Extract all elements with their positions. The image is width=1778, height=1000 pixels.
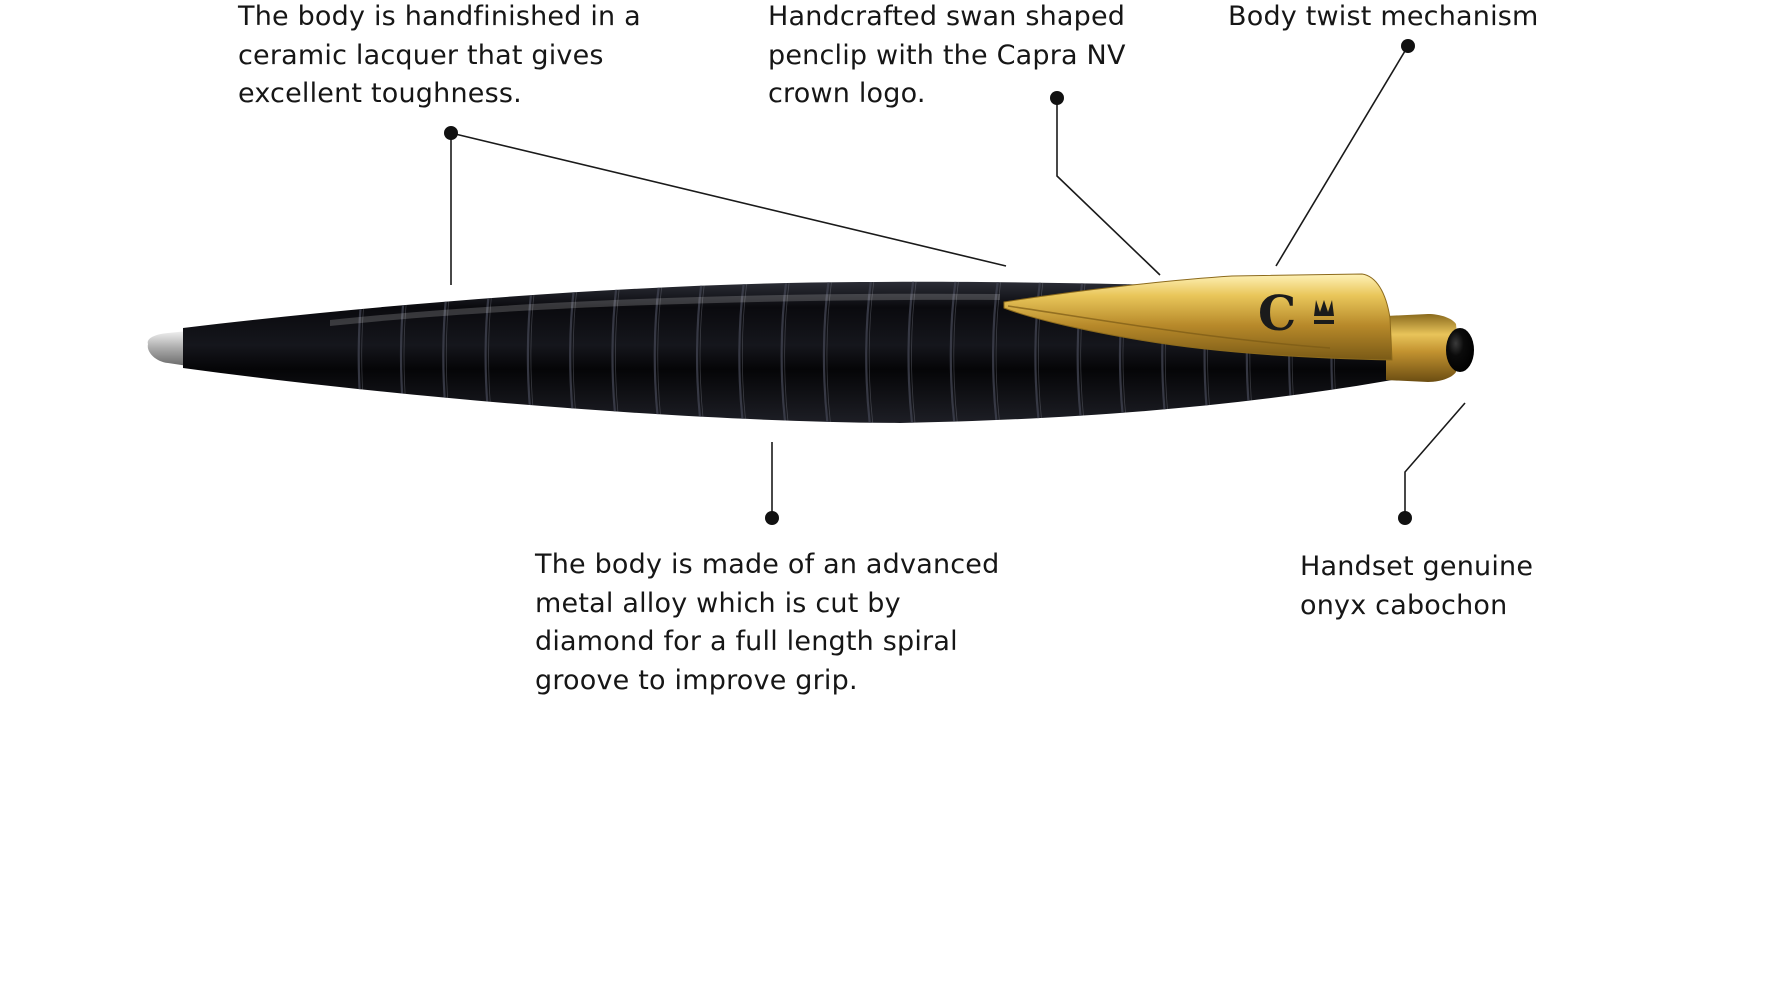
callout-swan-penclip: Handcrafted swan shaped penclip with the… — [768, 1, 1126, 109]
pen-tip — [147, 331, 188, 366]
leader-dots — [444, 39, 1415, 525]
groove-line — [653, 281, 663, 423]
groove-highlight — [995, 281, 1003, 423]
groove-highlight — [741, 281, 750, 423]
leader-twist — [1275, 45, 1409, 267]
dot-twist — [1401, 39, 1415, 53]
swan-penclip — [1003, 273, 1393, 361]
dot-penclip — [1050, 91, 1064, 105]
callout-ceramic-lacquer: The body is handfinished in a ceramic la… — [238, 1, 641, 109]
groove-highlight — [1080, 281, 1088, 423]
callout-spiral-groove: The body is made of an advanced metal al… — [535, 549, 1000, 696]
logo-letter: C — [1258, 286, 1296, 342]
groove-line — [738, 281, 747, 423]
gold-collar — [1386, 314, 1458, 382]
capra-crown-logo: C — [1258, 286, 1334, 342]
dot-lacquer — [444, 126, 458, 140]
leader-lines — [450, 45, 1466, 518]
groove-line — [822, 281, 832, 423]
body-highlight — [330, 293, 1000, 326]
dot-groove — [765, 511, 779, 525]
groove-highlight — [784, 281, 792, 423]
groove-line — [695, 281, 705, 423]
groove-line — [865, 281, 874, 423]
groove-line — [1076, 281, 1086, 423]
groove-highlight — [953, 281, 961, 423]
groove-highlight — [657, 281, 665, 423]
groove-highlight — [826, 281, 834, 423]
callout-onyx-cabochon: Handset genuine onyx cabochon — [1300, 551, 1534, 621]
dot-onyx — [1398, 511, 1412, 525]
groove-highlight — [868, 281, 876, 423]
leader-lacquer-right — [450, 132, 1007, 267]
groove-highlight — [911, 281, 919, 423]
callout-twist-mechanism: Body twist mechanism — [1228, 1, 1539, 32]
crown-icon — [1314, 300, 1334, 324]
groove-line — [907, 281, 916, 423]
groove-line — [949, 281, 959, 423]
penclip-edge — [1007, 305, 1331, 349]
groove-highlight — [1037, 281, 1046, 423]
onyx-cabochon — [1446, 328, 1474, 372]
leader-penclip — [1056, 98, 1161, 276]
groove-line — [1034, 281, 1043, 423]
groove-highlight — [699, 281, 707, 423]
leader-onyx — [1404, 402, 1466, 518]
groove-line — [991, 281, 1001, 423]
groove-line — [780, 281, 790, 423]
